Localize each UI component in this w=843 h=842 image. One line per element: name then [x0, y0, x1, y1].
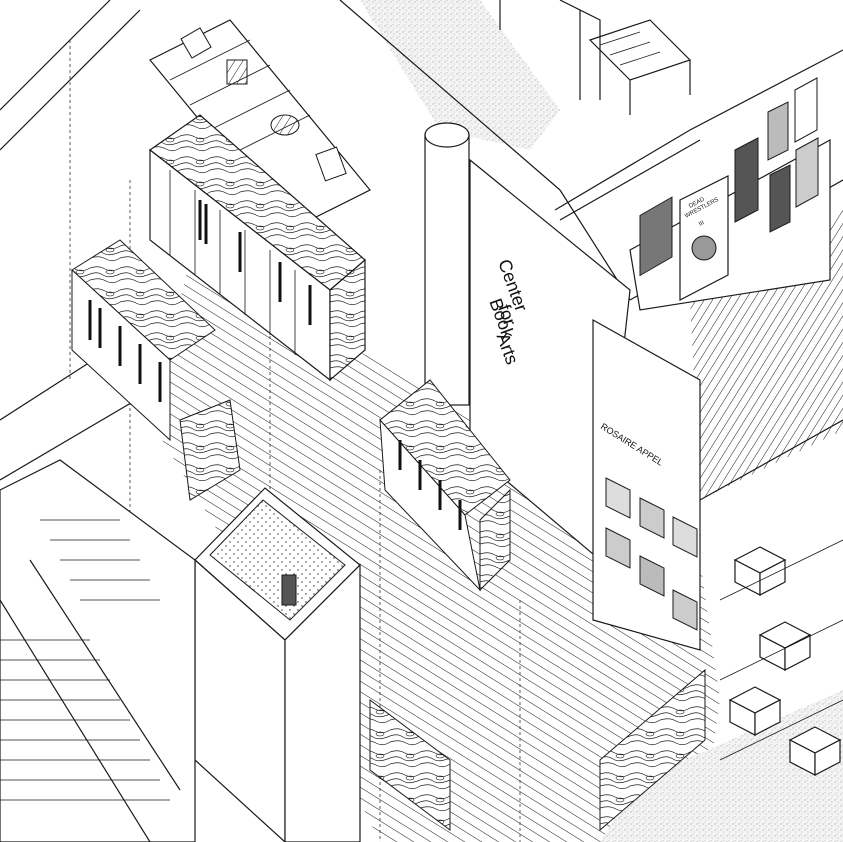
- display-shelves: [149, 19, 371, 231]
- floor-panels: [369, 668, 706, 832]
- work-tables: [499, 0, 692, 115]
- exhibit-wall: ROSAIRE APPEL: [592, 318, 701, 651]
- elevator: [194, 487, 361, 842]
- bookshelf-unit: [148, 114, 366, 382]
- signage-wall: Center for Book Arts: [469, 158, 631, 562]
- side-bookshelf: [71, 239, 241, 501]
- poster: DEAD WRESTLERS III: [679, 175, 729, 301]
- floor-plane: [150, 0, 843, 842]
- poster-line-3: III: [698, 220, 706, 228]
- book-display-table: [379, 379, 511, 592]
- gallery-wall: DEAD WRESTLERS III: [629, 77, 831, 311]
- storage-boxes: [719, 539, 843, 776]
- staircase: [0, 459, 196, 842]
